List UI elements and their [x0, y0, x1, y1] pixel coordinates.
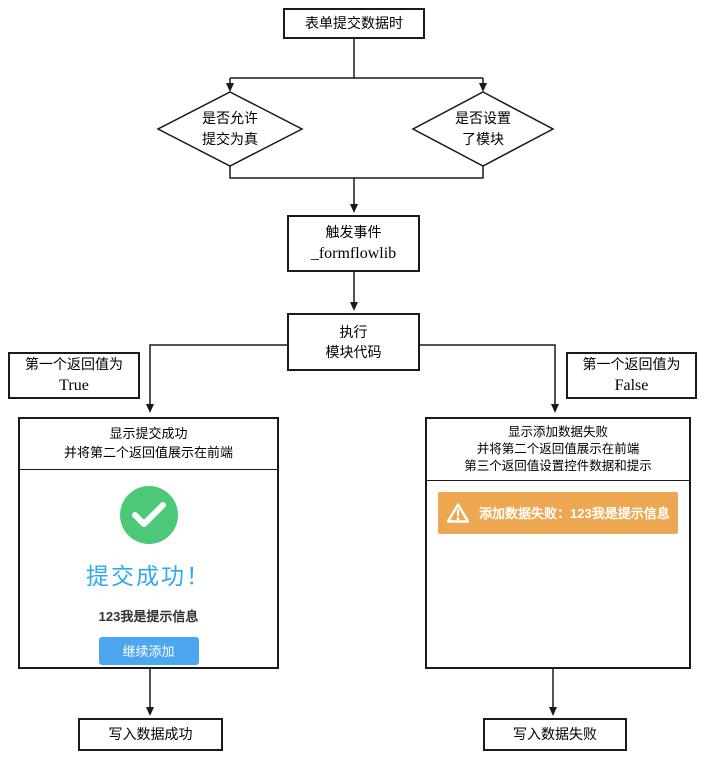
branch-label-false: 第一个返回值为 False [566, 352, 697, 399]
wire-execute-to-failure [420, 344, 559, 413]
branch-label-true: 第一个返回值为 True [8, 352, 140, 399]
success-title: 提交成功！ [86, 562, 211, 589]
check-circle-icon [119, 485, 178, 544]
failure-panel-body: 添加数据失败：123我是提示信息 [427, 481, 689, 667]
continue-add-button[interactable]: 继续添加 [98, 636, 199, 665]
branch-true-text: 第一个返回值为 [25, 355, 123, 372]
decision-module-set-label: 是否设置 了模块 [455, 110, 511, 147]
warning-triangle-icon [446, 502, 470, 524]
failure-result-panel: 显示添加数据失败 并将第二个返回值展示在前端 第三个返回值设置控件数据和提示 添… [425, 417, 691, 669]
node-form-submit: 表单提交数据时 [283, 8, 425, 39]
failure-alert-text: 添加数据失败：123我是提示信息 [479, 506, 670, 522]
failure-panel-header: 显示添加数据失败 并将第二个返回值展示在前端 第三个返回值设置控件数据和提示 [427, 419, 689, 481]
success-panel-header: 显示提交成功 并将第二个返回值展示在前端 [20, 419, 277, 470]
node-write-failure: 写入数据失败 [483, 718, 627, 751]
success-panel-body: 提交成功！ 123我是提示信息 继续添加 [20, 470, 277, 667]
wire-join-bottom [229, 166, 484, 179]
failure-alert-banner: 添加数据失败：123我是提示信息 [438, 491, 678, 534]
trigger-event-title: 触发事件 [325, 223, 382, 240]
branch-true-value: True [59, 377, 89, 395]
decision-allow-submit-label: 是否允许 提交为真 [202, 110, 258, 147]
branch-false-text: 第一个返回值为 [582, 355, 681, 372]
trigger-event-handler-name: _formflowlib [310, 245, 397, 263]
wire-execute-to-success [146, 344, 287, 413]
success-message: 123我是提示信息 [98, 608, 199, 624]
branch-false-value: False [614, 377, 649, 395]
success-result-panel: 显示提交成功 并将第二个返回值展示在前端 提交成功！ 123我是提示信息 继续添… [18, 417, 279, 669]
node-write-success: 写入数据成功 [78, 718, 223, 751]
node-execute-module: 执行 模块代码 [287, 313, 420, 371]
node-trigger-event: 触发事件 _formflowlib [287, 215, 420, 272]
